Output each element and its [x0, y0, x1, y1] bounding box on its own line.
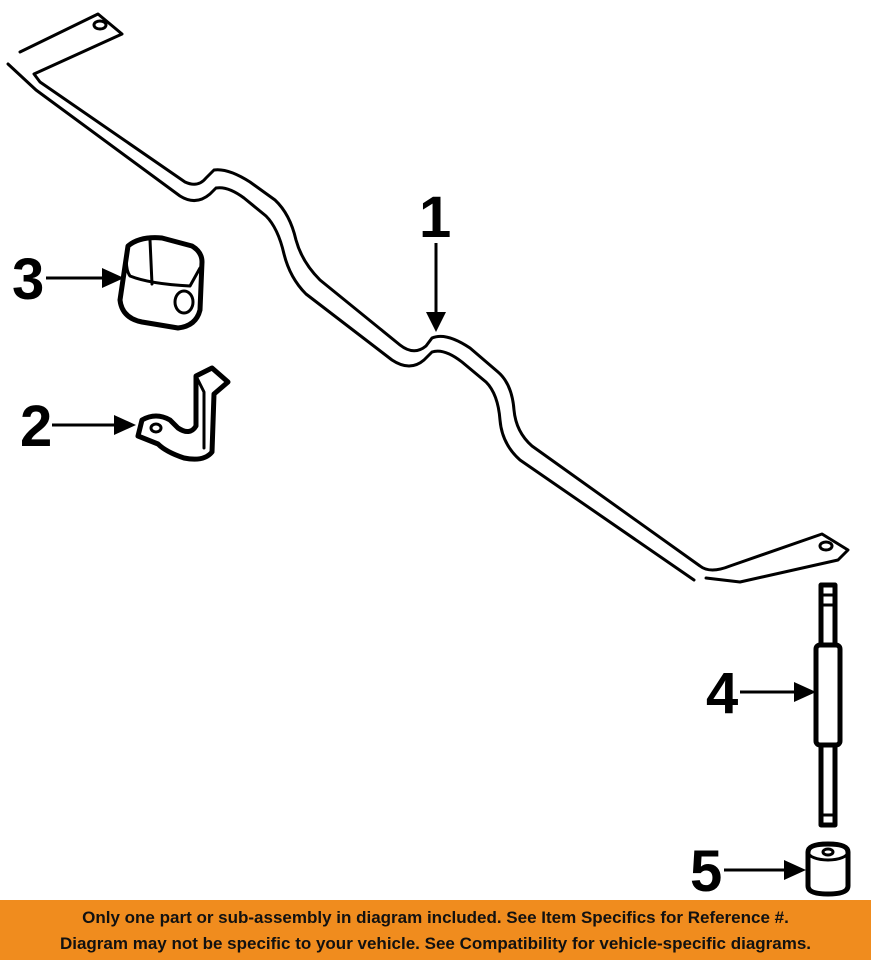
arrowhead	[794, 682, 816, 702]
stabilizer-bar	[6, 12, 850, 584]
disclaimer-line-1: Only one part or sub-assembly in diagram…	[82, 908, 789, 927]
callout-4: 4	[706, 661, 816, 726]
arrowhead	[426, 312, 446, 332]
disclaimer-line-2: Diagram may not be specific to your vehi…	[59, 934, 812, 953]
arrowhead	[114, 415, 136, 435]
callout-3: 3	[12, 247, 124, 312]
callout-number: 3	[12, 247, 44, 312]
callout-2: 2	[20, 394, 136, 459]
bar-bushing-block	[117, 235, 205, 331]
callout-5: 5	[690, 839, 806, 900]
arrowhead	[784, 860, 806, 880]
callout-number: 2	[20, 394, 52, 459]
callout-1: 1	[419, 185, 451, 332]
arrowhead	[102, 268, 124, 288]
callout-number: 4	[706, 661, 738, 726]
bar-bracket	[135, 365, 231, 462]
disclaimer-banner: Only one part or sub-assembly in diagram…	[0, 900, 871, 960]
stabilizer-link	[813, 582, 843, 828]
link-bushing	[805, 841, 851, 897]
callout-number: 5	[690, 839, 722, 900]
callout-number: 1	[419, 185, 451, 250]
exploded-parts-diagram: 1 3 2 4 5	[6, 12, 851, 900]
